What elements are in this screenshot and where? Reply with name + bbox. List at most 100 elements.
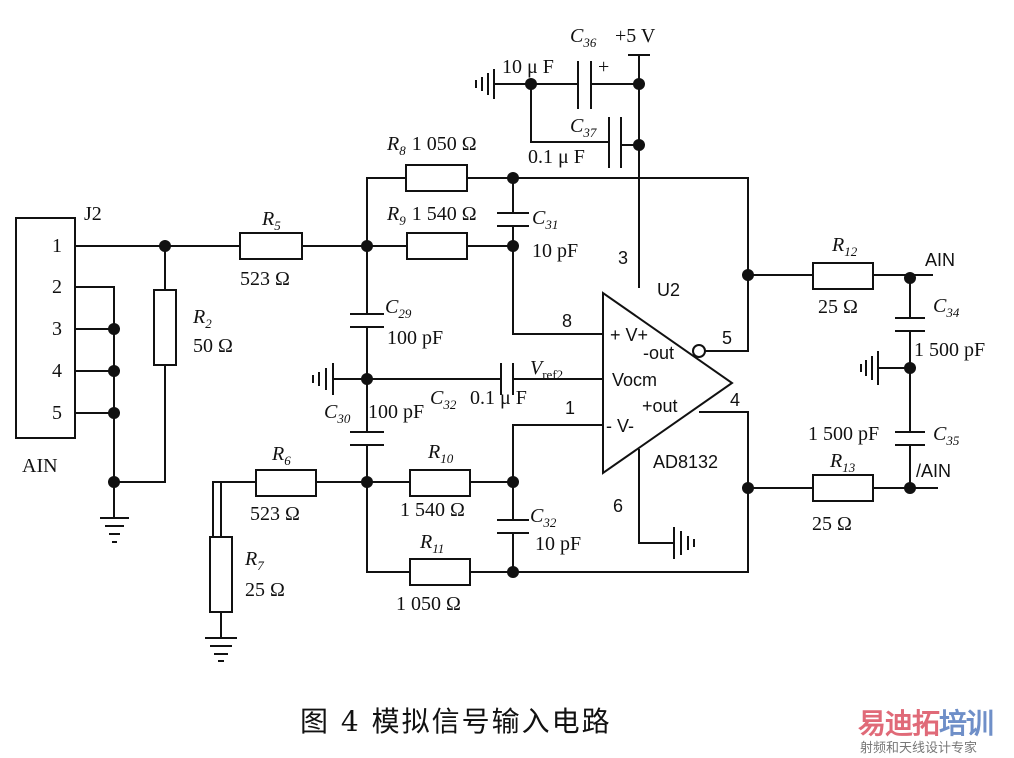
r6-value: 523 Ω [250, 503, 300, 525]
r10-ref: R10 [427, 441, 454, 466]
r6-ref: R6 [271, 443, 291, 468]
pin-label-2: 2 [52, 276, 62, 298]
junction [108, 323, 120, 335]
c32b-value: 10 pF [535, 533, 581, 555]
wire-pin8 [512, 245, 604, 335]
c37-ref: C37 [570, 115, 597, 140]
connector-j2 [15, 217, 76, 439]
r2-ref: R2 [192, 306, 212, 331]
pin-label-3: 3 [52, 318, 62, 340]
wire-r2 [113, 245, 166, 519]
pin-label-1: 1 [52, 235, 62, 257]
r7-ref: R7 [244, 548, 264, 573]
capacitor-c37 [608, 117, 622, 168]
junction [633, 78, 645, 90]
pin-label-5: 5 [52, 402, 62, 424]
watermark-brand-red: 易迪拓 [858, 707, 940, 740]
junction [108, 407, 120, 419]
resistor-r12 [812, 262, 874, 290]
amp-vplus: + V+ [610, 325, 648, 345]
wire-pin5 [704, 274, 749, 352]
ground-icon [205, 637, 237, 662]
pin-4-label: 4 [730, 390, 740, 410]
watermark-tagline: 射频和天线设计专家 [860, 741, 978, 756]
c32a-ref: C32 [430, 387, 457, 412]
wire-pin4 [699, 411, 749, 489]
pin-1-label: 1 [565, 398, 575, 418]
capacitor-c31 [497, 212, 529, 227]
ground-icon [312, 363, 334, 395]
r13-value: 25 Ω [812, 513, 852, 535]
resistor-r6 [255, 469, 317, 497]
r5-value: 523 Ω [240, 268, 290, 290]
c34-ref: C34 [933, 295, 960, 320]
amp-vminus: - V- [606, 416, 634, 436]
c29-value: 100 pF [387, 327, 443, 349]
c36-value: 10 μ F [502, 56, 554, 78]
c37-value: 0.1 μ F [528, 146, 585, 168]
vref2-label: Vref2 [530, 357, 563, 382]
wire-pin6 [638, 449, 675, 544]
wire-pin1-vminus [512, 424, 604, 483]
resistor-r2 [153, 289, 177, 366]
junction [361, 476, 373, 488]
c31-ref: C31 [532, 207, 558, 232]
resistor-r11 [409, 558, 471, 586]
wire-r6 [212, 481, 411, 596]
amp-out-minus: -out [643, 343, 674, 363]
amp-part: AD8132 [653, 452, 718, 472]
r12-ref: R12 [831, 234, 858, 259]
r11-ref: R11 [419, 531, 444, 556]
pin-label-4: 4 [52, 360, 62, 382]
pin-8-label: 8 [562, 311, 572, 331]
c32b-ref: C32 [530, 505, 557, 530]
wire-r11 [469, 487, 749, 573]
resistor-r8 [405, 164, 468, 192]
pin-3-label: 3 [618, 248, 628, 268]
resistor-r13 [812, 474, 874, 502]
ground-icon [860, 351, 879, 385]
pin-5-label: 5 [722, 328, 732, 348]
inversion-bubble [692, 344, 706, 358]
wire-r8 [366, 177, 749, 276]
resistor-r7 [209, 536, 233, 613]
c34-value: 1 500 pF [914, 339, 985, 361]
amp-ref: U2 [657, 280, 680, 300]
output-ain: AIN [925, 250, 955, 270]
capacitor-c32-feedback [497, 519, 529, 534]
r13-ref: R13 [829, 450, 856, 475]
supply-label: +5 V [615, 25, 656, 47]
r12-value: 25 Ω [818, 296, 858, 318]
pin-6-label: 6 [613, 496, 623, 516]
capacitor-c36 [577, 61, 592, 109]
amp-out-plus: +out [642, 396, 678, 416]
capacitor-c35 [895, 431, 925, 446]
c32a-value: 0.1 μ F [470, 387, 527, 409]
capacitor-c30 [350, 431, 384, 446]
junction [108, 365, 120, 377]
c36-polarity: + [598, 56, 609, 78]
ground-icon [100, 517, 129, 543]
capacitor-c34 [895, 317, 925, 332]
c35-ref: C35 [933, 423, 960, 448]
junction [633, 139, 645, 151]
connector-name: AIN [22, 455, 58, 477]
wire-pins-345 [74, 328, 115, 414]
c36-ref: C36 [570, 25, 597, 50]
resistor-r5 [239, 232, 303, 260]
c31-value: 10 pF [532, 240, 578, 262]
resistor-r10 [409, 469, 471, 497]
c30-ref: C30 [324, 401, 351, 426]
r5-ref: R5 [261, 208, 281, 233]
wire-vplus-supply [628, 54, 650, 288]
c35-value: 1 500 pF [808, 423, 879, 445]
capacitor-c32-vocm [500, 363, 514, 395]
watermark-brand: 易迪拓培训 [858, 702, 994, 742]
c30-value: 100 pF [368, 401, 424, 423]
capacitor-c29 [350, 313, 384, 328]
junction [904, 482, 916, 494]
r10-value: 1 540 Ω [400, 499, 465, 521]
amp-vocm: Vocm [612, 370, 657, 390]
